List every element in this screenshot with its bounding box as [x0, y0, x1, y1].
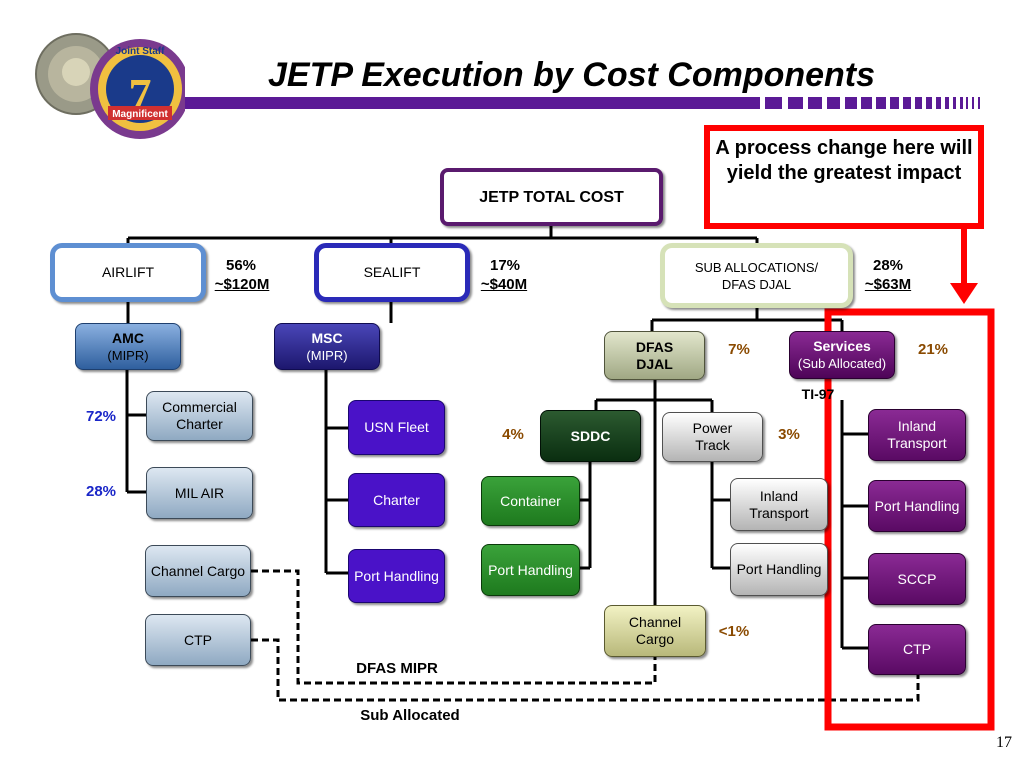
- ctp-node: CTP: [145, 614, 251, 666]
- pt-inland-line1: Inland: [759, 487, 799, 504]
- msc-port-handling-node: Port Handling: [348, 549, 445, 603]
- svg-text:Magnificent: Magnificent: [112, 109, 168, 120]
- sddc-node: SDDC: [540, 410, 641, 462]
- services-node: Services (Sub Allocated): [789, 331, 895, 379]
- commercial-charter-node: Commercial Charter: [146, 391, 253, 441]
- sub-allocated-label: Sub Allocated: [360, 707, 460, 724]
- power-track-pct: 3%: [778, 426, 800, 443]
- root-node: JETP TOTAL COST: [440, 168, 663, 226]
- commercial-line2: Charter: [176, 416, 223, 432]
- amc-name: AMC: [112, 329, 144, 346]
- dfas-channel-cargo-node: Channel Cargo: [604, 605, 706, 657]
- usn-fleet-node: USN Fleet: [348, 400, 445, 455]
- power-track-line1: Power: [692, 420, 733, 436]
- callout-text: A process change here will yield the gre…: [715, 137, 973, 184]
- power-track-line2: Track: [695, 437, 730, 453]
- airlift-amount: ~$120M: [214, 276, 270, 293]
- sealift-pct: 17%: [489, 257, 521, 274]
- dfas-channel-line1: Channel: [628, 614, 682, 630]
- dfas-mipr-label: DFAS MIPR: [356, 660, 438, 677]
- seal-icon: 7 Magnificent Joint Staff: [35, 33, 190, 139]
- amc-node: AMC (MIPR): [75, 323, 181, 370]
- dfas-line1: DFAS: [635, 338, 674, 355]
- sealift-amount: ~$40M: [480, 276, 528, 293]
- svc-ctp-node: CTP: [868, 624, 966, 675]
- sddc-port-handling-node: Port Handling: [481, 544, 580, 596]
- svc-inland-line1: Inland: [897, 418, 937, 434]
- milair-pct: 28%: [85, 483, 117, 500]
- container-node: Container: [481, 476, 580, 526]
- pt-inland-transport-node: Inland Transport: [730, 478, 828, 531]
- sealift-node: SEALIFT: [314, 243, 470, 302]
- joint-staff-logo: 7 Magnificent Joint Staff: [20, 14, 190, 139]
- dfas-channel-line2: Cargo: [635, 631, 675, 647]
- page-title: JETP Execution by Cost Components: [268, 56, 876, 94]
- suballoc-label-line1: SUB ALLOCATIONS/: [694, 259, 819, 275]
- services-pct: 21%: [917, 341, 949, 358]
- dfas-node: DFAS DJAL: [604, 331, 705, 380]
- power-track-node: Power Track: [662, 412, 763, 462]
- svg-text:Joint Staff: Joint Staff: [116, 46, 166, 57]
- services-name: Services: [813, 338, 871, 354]
- suballoc-label-line2: DFAS DJAL: [721, 276, 792, 292]
- amc-sub: (MIPR): [107, 347, 149, 363]
- page-number: 17: [996, 734, 1012, 751]
- dfas-pct: 7%: [728, 341, 750, 358]
- svc-inland-line2: Transport: [887, 435, 947, 451]
- svc-inland-transport-node: Inland Transport: [868, 409, 966, 461]
- mil-air-node: MIL AIR: [146, 467, 253, 519]
- msc-name: MSC: [311, 329, 343, 346]
- pt-inland-line2: Transport: [749, 504, 809, 521]
- pt-port-handling-node: Port Handling: [730, 543, 828, 596]
- dfas-line2: DJAL: [636, 355, 673, 372]
- ti97-tag: TI-97: [801, 386, 835, 402]
- sddc-pct: 4%: [502, 426, 524, 443]
- dfas-channel-pct: <1%: [718, 623, 750, 640]
- services-sub: (Sub Allocated): [797, 356, 887, 371]
- msc-charter-node: Charter: [348, 473, 445, 527]
- airlift-node: AIRLIFT: [50, 243, 206, 302]
- suballoc-amount: ~$63M: [864, 276, 912, 293]
- channel-cargo-node: Channel Cargo: [145, 545, 251, 597]
- suballoc-pct: 28%: [872, 257, 904, 274]
- msc-sub: (MIPR): [306, 347, 348, 363]
- svc-port-handling-node: Port Handling: [868, 480, 966, 532]
- msc-node: MSC (MIPR): [274, 323, 380, 370]
- sccp-node: SCCP: [868, 553, 966, 605]
- suballoc-node: SUB ALLOCATIONS/ DFAS DJAL: [660, 243, 853, 308]
- commercial-pct: 72%: [85, 408, 117, 425]
- airlift-pct: 56%: [225, 257, 257, 274]
- commercial-line1: Commercial: [162, 399, 237, 415]
